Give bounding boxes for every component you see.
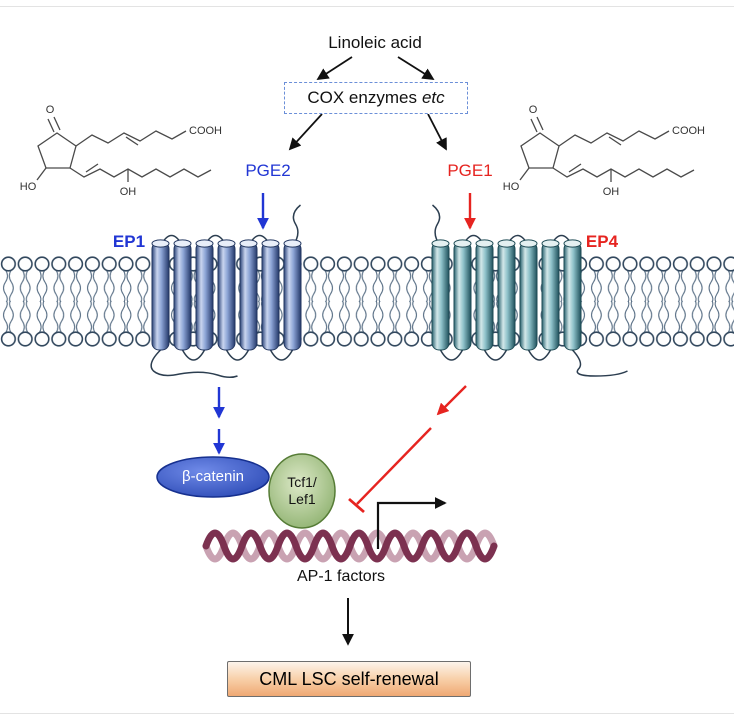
arrow-linoleic-to-cox-right: [397, 56, 435, 80]
prostaglandin-structure-left: [36, 116, 212, 183]
page-divider-top: [0, 6, 734, 7]
plasma-membrane: [0, 255, 734, 348]
left-oh-label: OH: [120, 186, 137, 198]
ep4-inhibition-line: [356, 427, 432, 505]
right-cooh-label: COOH: [672, 125, 705, 137]
cml-lsc-self-renewal-label: CML LSC self-renewal: [259, 668, 439, 689]
pathway-arrows: [213, 56, 476, 646]
ep4-label: EP4: [585, 232, 619, 251]
left-ho-label: HO: [20, 181, 37, 193]
tcf-line2: Lef1: [288, 491, 316, 507]
dna-helix: [202, 529, 498, 563]
beta-catenin-oval: [156, 456, 270, 498]
arrow-cox-to-pge2: [288, 113, 323, 151]
right-oh-label: OH: [603, 186, 620, 198]
beta-catenin-label: β-catenin: [182, 468, 244, 485]
tcf-line1: Tcf1/: [287, 474, 317, 490]
pge1-label: PGE1: [447, 161, 493, 180]
left-ketone-o-label: O: [46, 104, 55, 116]
ep1-label: EP1: [112, 232, 146, 251]
transcription-start-arrow: [376, 497, 447, 549]
cox-enzymes-label: COX enzymes: [307, 88, 417, 107]
right-ho-label: HO: [503, 181, 520, 193]
tcf-lef-oval: [268, 453, 336, 529]
pge2-label: PGE2: [245, 161, 291, 180]
linoleic-acid-label: Linoleic acid: [328, 33, 422, 52]
page-divider-bottom: [0, 713, 734, 714]
ep4-receptor-loops: [432, 204, 628, 377]
ep4-receptor: [431, 204, 628, 377]
ep4-inhibition-bar: [348, 497, 365, 514]
cml-lsc-self-renewal-box: CML LSC self-renewal: [227, 661, 471, 697]
cox-etc-label: etc: [421, 88, 445, 107]
tcf-lef-label: Tcf1/ Lef1: [270, 474, 334, 508]
arrow-ep4-signal-upper: [436, 385, 467, 416]
ep1-receptor-loops: [150, 204, 301, 379]
prostaglandin-structure-right: [519, 116, 695, 183]
arrow-linoleic-to-cox-left: [316, 56, 353, 80]
left-cooh-label: COOH: [189, 125, 222, 137]
ep1-receptor: [150, 204, 302, 379]
arrow-cox-to-pge1: [427, 113, 447, 151]
cox-enzymes-box: COX enzymes etc: [284, 82, 468, 114]
right-ketone-o-label: O: [529, 104, 538, 116]
chem-structure-labels: O HO COOH OH O HO COOH OH: [20, 104, 705, 198]
ap1-factors-label: AP-1 factors: [296, 568, 386, 585]
